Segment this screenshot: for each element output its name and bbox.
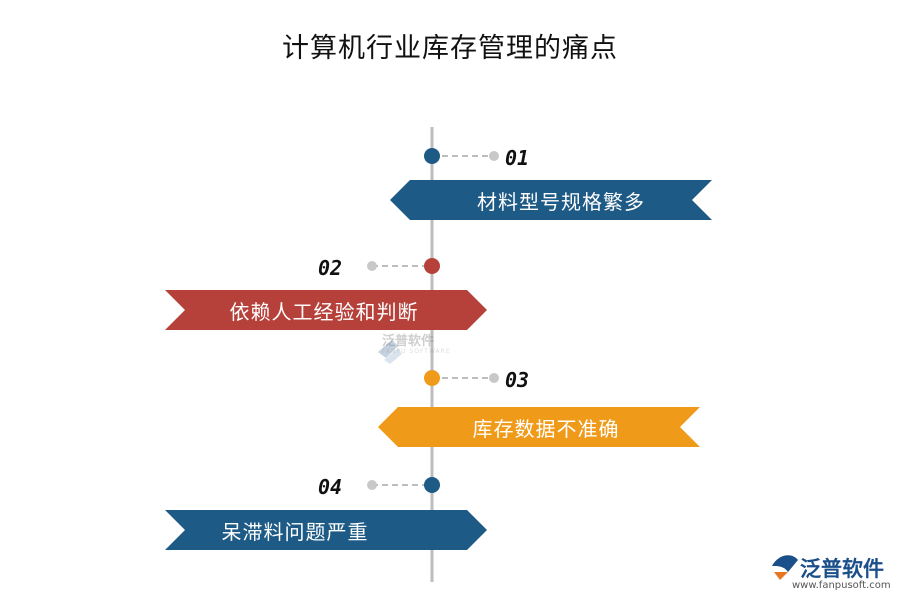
brand-url: www.fanpusoft.com bbox=[792, 580, 891, 591]
connector-end-2 bbox=[367, 261, 377, 271]
brand-name: 泛普软件 bbox=[800, 557, 884, 581]
connector-end-3 bbox=[489, 373, 499, 383]
item-number-4: 04 bbox=[318, 475, 343, 499]
item-label-4: 呆滞料问题严重 bbox=[221, 519, 369, 544]
timeline-node-3 bbox=[424, 370, 440, 386]
page-title: 计算机行业库存管理的痛点 bbox=[282, 33, 618, 64]
item-label-3: 库存数据不准确 bbox=[472, 416, 620, 441]
watermark-subtext: FANPU SOFTWARE bbox=[382, 348, 451, 355]
brand-logo: 泛普软件 bbox=[800, 553, 884, 583]
banner-shape-3 bbox=[378, 407, 700, 447]
banner-shape-2 bbox=[165, 290, 487, 330]
banner-shape-4 bbox=[165, 510, 487, 550]
item-number-3: 03 bbox=[505, 368, 530, 392]
watermark-text: 泛普软件 bbox=[382, 334, 435, 349]
timeline-node-2 bbox=[424, 258, 440, 274]
timeline-node-4 bbox=[424, 477, 440, 493]
item-number-1: 01 bbox=[505, 146, 530, 170]
timeline-node-1 bbox=[424, 148, 440, 164]
item-label-1: 材料型号规格繁多 bbox=[477, 189, 645, 214]
connector-end-4 bbox=[367, 480, 377, 490]
center-watermark: 泛普软件 FANPU SOFTWARE bbox=[382, 335, 451, 355]
connector-end-1 bbox=[489, 151, 499, 161]
item-label-2: 依赖人工经验和判断 bbox=[229, 299, 419, 324]
watermark-logo-icon bbox=[378, 340, 402, 364]
banner-shape-1 bbox=[390, 180, 712, 220]
brand-logo-icon bbox=[772, 555, 798, 580]
item-number-2: 02 bbox=[318, 256, 343, 280]
